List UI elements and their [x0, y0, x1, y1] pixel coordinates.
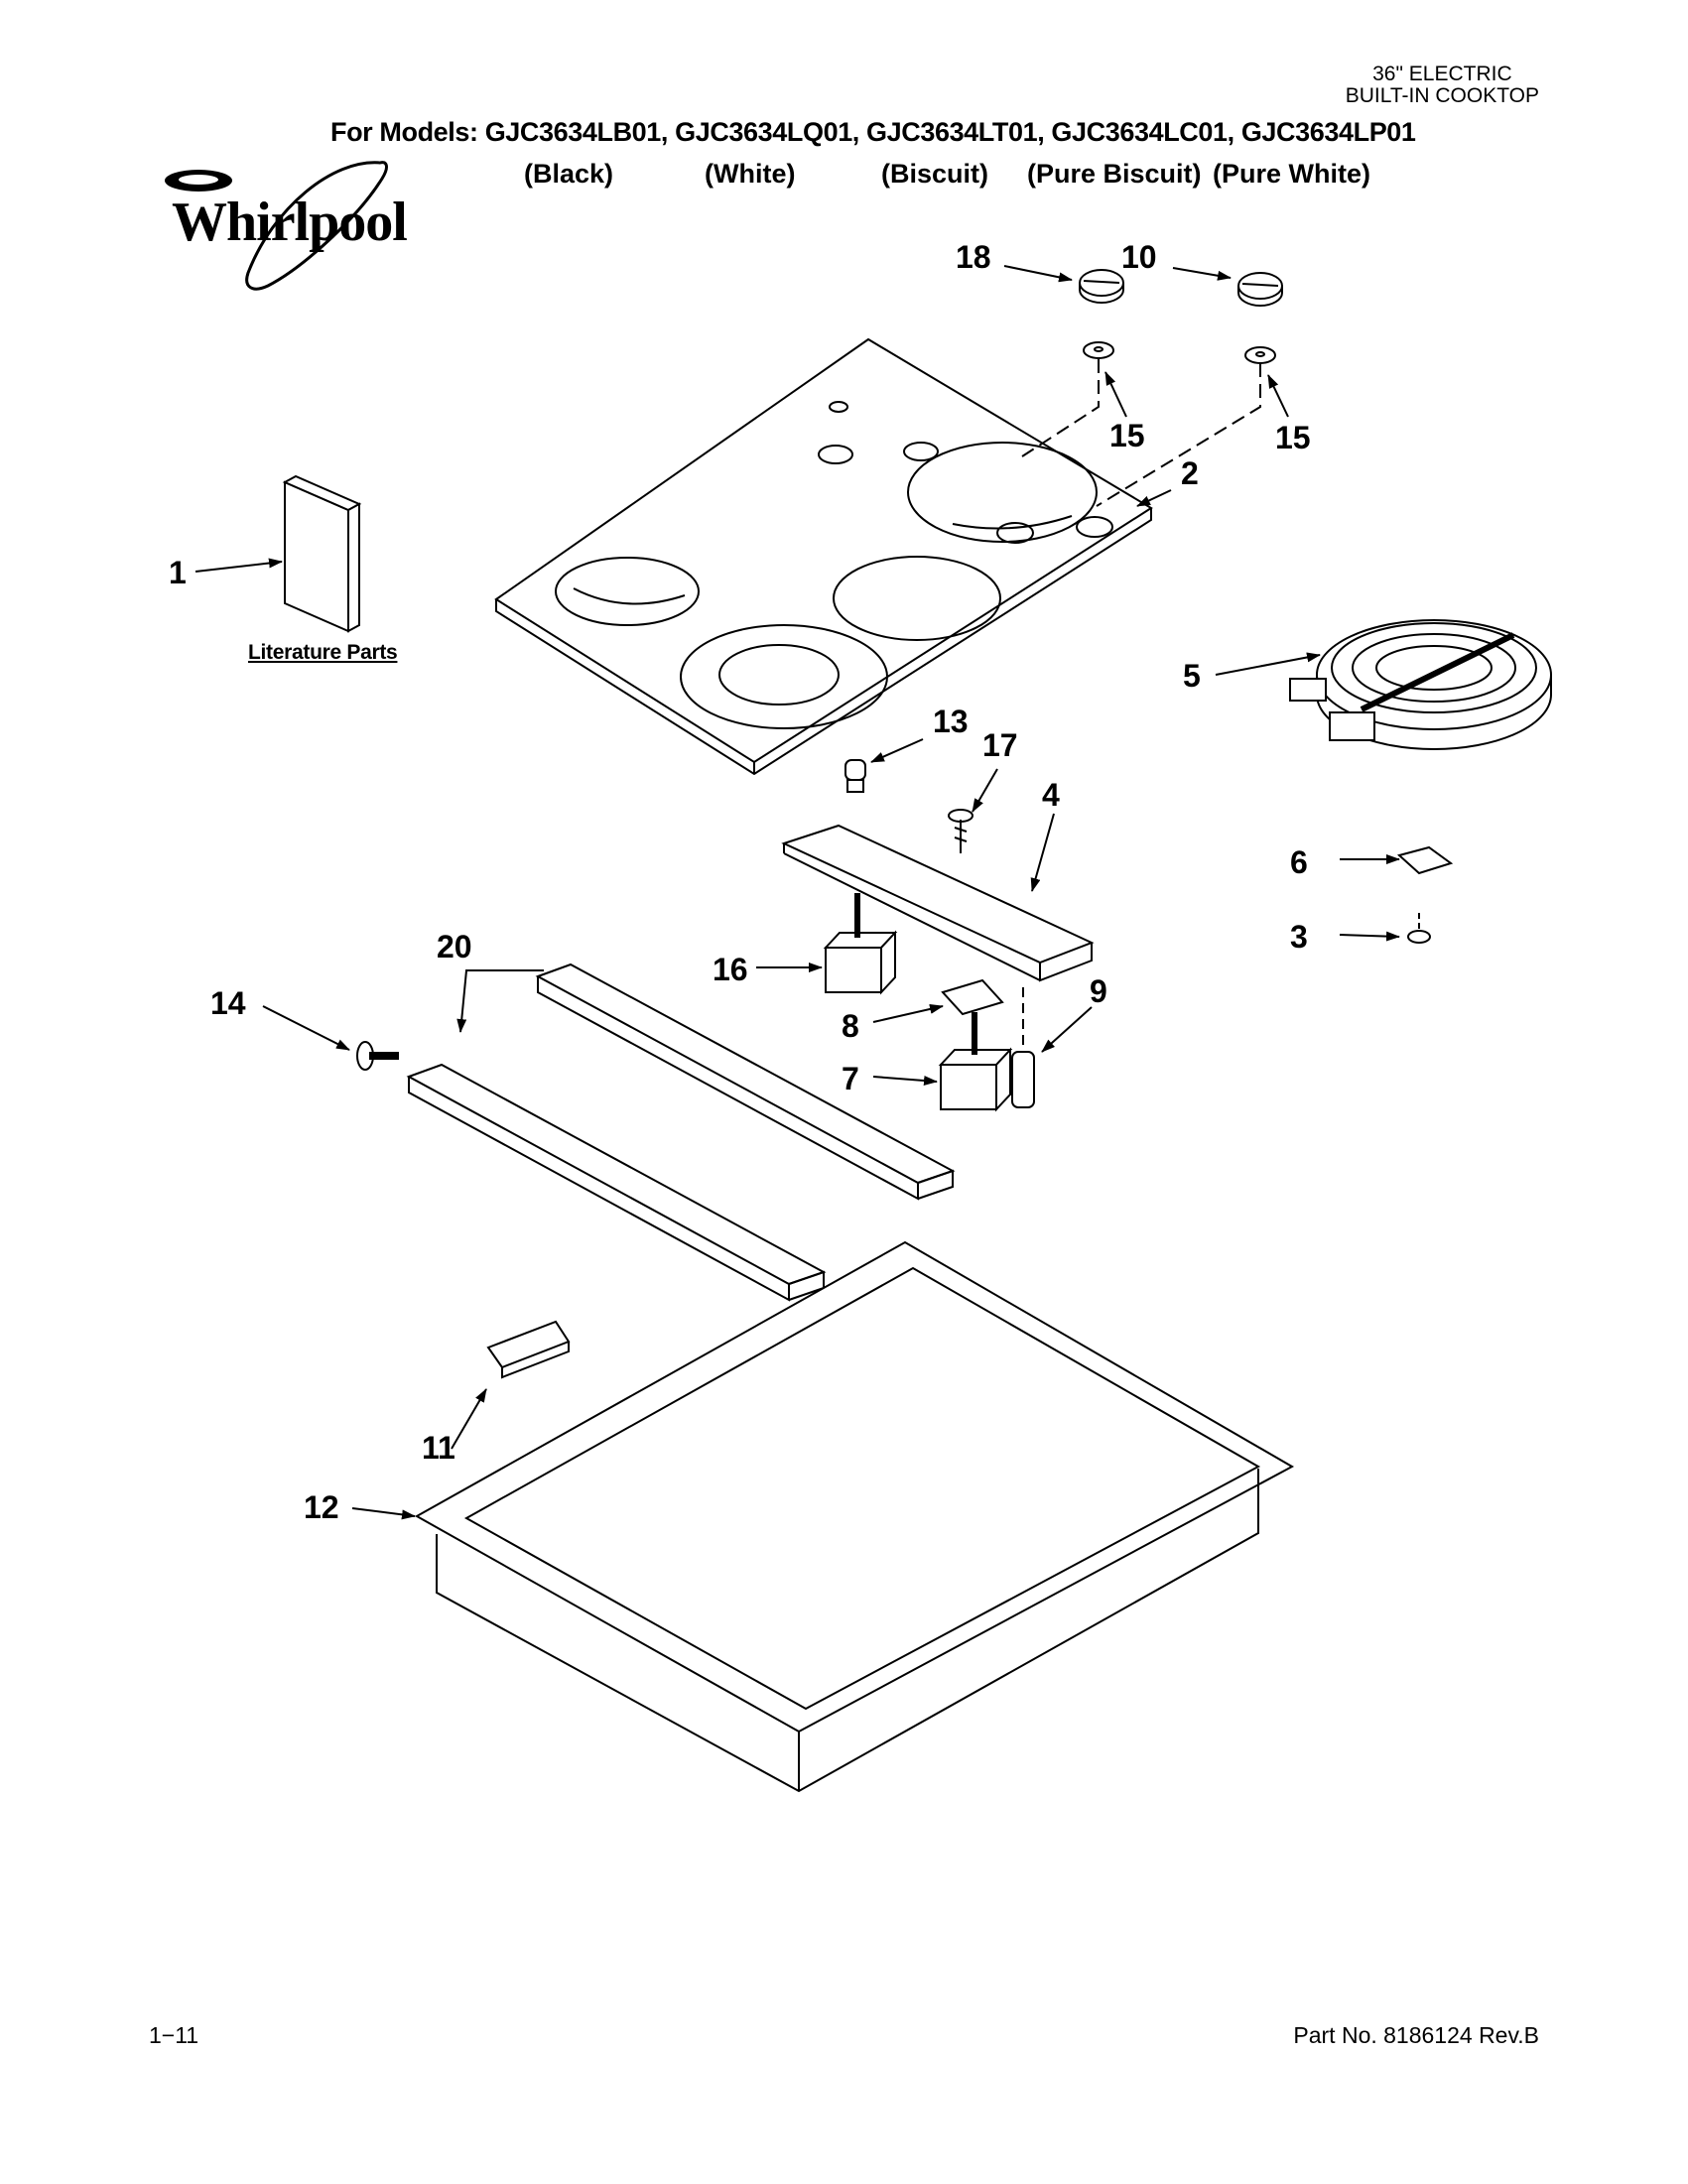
color-pure-biscuit: (Pure Biscuit)	[1027, 159, 1202, 189]
leader-12	[351, 1507, 416, 1520]
knob-washer-right	[1244, 346, 1276, 364]
callout-11: 11	[422, 1430, 455, 1466]
leader-3	[1339, 931, 1400, 942]
leader-17	[972, 768, 998, 813]
screw-3	[1407, 913, 1431, 944]
mounting-clip	[1396, 845, 1454, 875]
callout-10: 10	[1121, 239, 1157, 275]
callout-8: 8	[842, 1008, 859, 1044]
logo-wordmark: Whirlpool	[172, 192, 408, 253]
switch-bracket	[781, 824, 1095, 982]
callout-16: 16	[713, 952, 748, 987]
product-category: 36" ELECTRIC BUILT-IN COOKTOP	[1346, 64, 1539, 107]
burner-box	[414, 1240, 1295, 1793]
literature-parts-label: Literature Parts	[248, 641, 398, 664]
color-white: (White)	[705, 159, 796, 189]
color-pure-white: (Pure White)	[1213, 159, 1370, 189]
leader-10	[1172, 267, 1232, 281]
leader-8	[872, 1004, 944, 1023]
leader-15a	[1104, 371, 1127, 418]
category-line-1: 36" ELECTRIC	[1372, 63, 1512, 85]
page-number: 1−11	[149, 2022, 199, 2048]
callout-2: 2	[1181, 455, 1199, 491]
control-knob-10	[1237, 272, 1283, 307]
callout-18: 18	[956, 239, 991, 275]
leader-1	[195, 558, 283, 573]
leader-18	[1003, 265, 1073, 283]
callout-1: 1	[169, 555, 187, 590]
callout-17: 17	[982, 727, 1018, 763]
callout-15a: 15	[1109, 418, 1145, 453]
leader-15b	[1267, 374, 1289, 418]
knob-washer-left	[1083, 341, 1114, 359]
channel-front	[406, 1063, 827, 1302]
leader-2	[1136, 489, 1172, 507]
screw-17	[948, 809, 974, 853]
leader-13	[870, 738, 924, 763]
color-biscuit: (Biscuit)	[881, 159, 988, 189]
callout-14: 14	[210, 985, 246, 1021]
leader-7	[872, 1076, 938, 1086]
color-black: (Black)	[524, 159, 614, 189]
callout-6: 6	[1290, 844, 1308, 880]
control-knob-18	[1079, 269, 1124, 304]
screw-14	[356, 1041, 399, 1071]
infinite-switch-16	[823, 893, 898, 995]
whirlpool-logo: Whirlpool	[154, 149, 422, 298]
logo-swirl-icon	[165, 161, 388, 291]
callout-13: 13	[933, 704, 969, 739]
part-number: Part No. 8186124 Rev.B	[1293, 2022, 1539, 2048]
callout-7: 7	[842, 1061, 859, 1096]
leader-5	[1215, 652, 1321, 676]
callout-20: 20	[437, 929, 472, 964]
models-label: For Models: GJC3634LB01, GJC3634LQ01, GJ…	[330, 117, 1416, 147]
grommet	[844, 759, 866, 793]
insulator-plate	[941, 978, 1004, 1016]
leader-11	[451, 1388, 487, 1450]
callout-4: 4	[1042, 777, 1060, 813]
support-bracket	[486, 1320, 571, 1379]
channel-rear	[535, 963, 956, 1201]
leader-20	[456, 969, 544, 1033]
radiant-element	[1289, 619, 1552, 750]
leader-14	[262, 1005, 350, 1051]
callout-12: 12	[304, 1489, 339, 1525]
callout-9: 9	[1090, 973, 1107, 1009]
spacer-9	[1011, 987, 1035, 1108]
category-line-2: BUILT-IN COOKTOP	[1345, 84, 1539, 107]
callout-3: 3	[1290, 919, 1308, 955]
infinite-switch-7	[938, 1012, 1013, 1112]
callout-15b: 15	[1275, 420, 1311, 455]
leader-9	[1041, 1006, 1093, 1053]
glass-cooktop	[494, 337, 1153, 776]
leader-4	[1030, 813, 1055, 892]
literature-book	[282, 474, 362, 633]
callout-5: 5	[1183, 658, 1201, 694]
